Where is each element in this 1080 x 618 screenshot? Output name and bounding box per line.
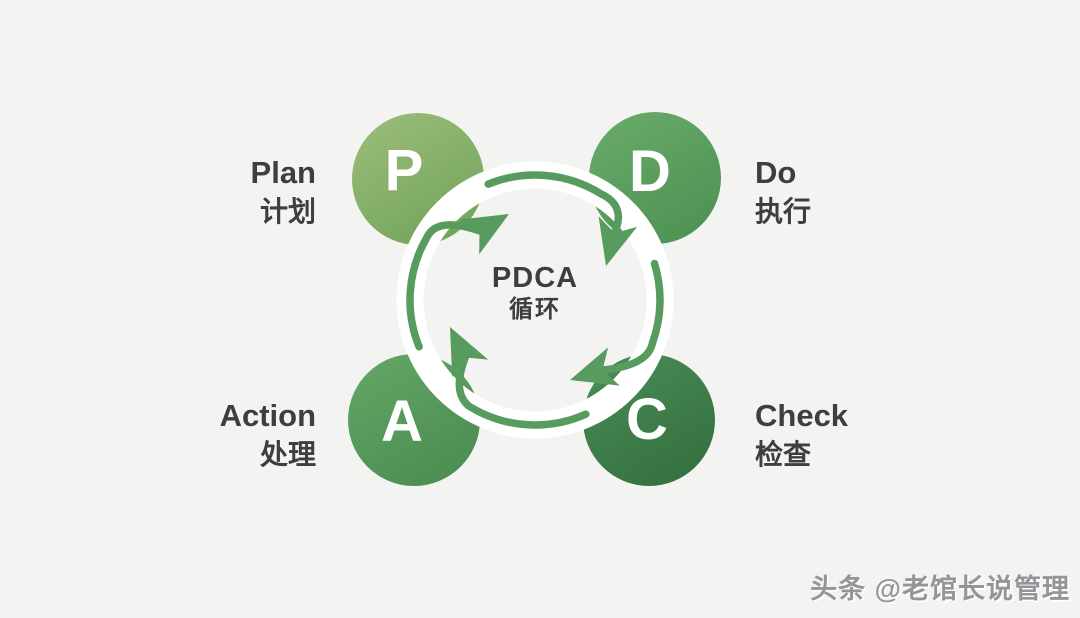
cycle-title-line2: 循环: [509, 296, 561, 323]
label-check: Check 检查: [755, 396, 848, 473]
arrowhead-icon: [570, 347, 620, 386]
label-plan: Plan 计划: [251, 153, 316, 230]
label-action-en: Action: [219, 398, 316, 433]
node-letter-check: C: [626, 387, 668, 452]
label-plan-en: Plan: [250, 155, 316, 190]
label-do-zh: 执行: [755, 196, 812, 227]
arrowhead-icon: [598, 216, 638, 266]
arrow-arc-plan-to-do: [484, 171, 623, 238]
node-letter-action: A: [381, 389, 423, 454]
node-letter-plan: P: [384, 138, 424, 203]
cycle-arrowheads: [450, 214, 638, 386]
arrow-arc-check-to-action: [455, 354, 590, 429]
node-letter-do: D: [629, 139, 671, 204]
label-check-zh: 检查: [755, 439, 812, 470]
cycle-title: PDCA 循环: [435, 262, 635, 324]
arrow-arc-action-to-plan: [406, 221, 484, 351]
cycle-arrows: [406, 171, 664, 429]
watermark: 头条 @老馆长说管理: [810, 574, 1070, 604]
cycle-title-line1: PDCA: [491, 262, 579, 294]
label-do-en: Do: [755, 155, 797, 190]
arrowhead-icon: [459, 214, 509, 255]
label-check-en: Check: [755, 398, 849, 433]
arrowhead-icon: [450, 327, 489, 378]
label-action: Action 处理: [220, 396, 316, 473]
label-plan-zh: 计划: [259, 196, 316, 227]
label-do: Do 执行: [755, 153, 811, 230]
arrow-arc-do-to-check: [598, 259, 664, 374]
label-action-zh: 处理: [259, 439, 316, 470]
